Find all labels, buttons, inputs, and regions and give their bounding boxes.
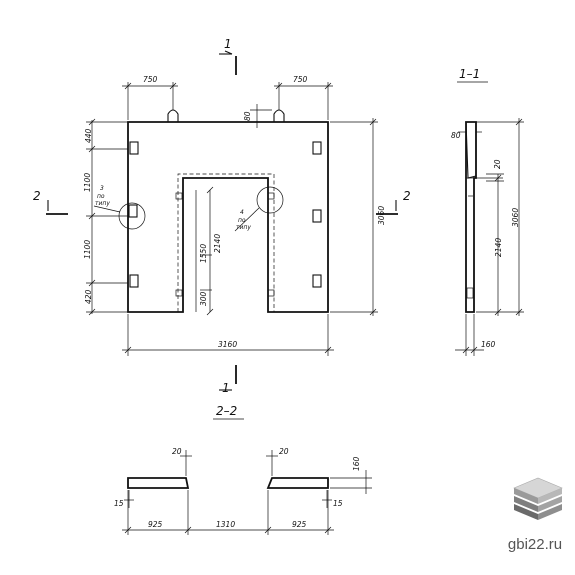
dim-left-440: 440 (84, 128, 93, 143)
b-dim-925-left: 925 (148, 520, 163, 529)
main-elevation: 3 по типу 4 по типу 750 750 80 (33, 37, 411, 395)
view-title-2-2: 2–2 (216, 404, 237, 418)
section-1-bottom: 1 (222, 381, 230, 395)
lifting-loop-left (167, 109, 179, 122)
dim-top: 750 750 80 (122, 75, 333, 128)
side-dim-160: 160 (481, 340, 496, 349)
dim-inner: 2140 1550 300 (195, 186, 222, 316)
watermark-text[interactable]: gbi22.ru (507, 536, 563, 553)
view-title-1-1: 1–1 (459, 67, 480, 81)
dim-left-420: 420 (84, 289, 93, 304)
site-logo-icon (513, 477, 563, 520)
dim-right: 3060 (330, 118, 386, 316)
section-2-2: 2–2 20 20 160 15 15 925 1310 925 (114, 404, 372, 535)
dim-top-left-750: 750 (143, 75, 158, 84)
note-4-line2: типу (236, 224, 251, 231)
dim-bottom: 3160 (122, 314, 334, 356)
section-2-right: 2 (403, 189, 411, 203)
callout-circle-4 (256, 186, 284, 214)
section-1-1: 1–1 3060 2140 20 80 160 (451, 67, 524, 356)
dim-left-1100a: 1100 (83, 173, 92, 192)
lifting-loop-right (273, 109, 285, 122)
opening-dashed (177, 173, 275, 312)
b-dim-15-right: 15 (333, 499, 343, 508)
side-dim-20: 20 (493, 159, 502, 169)
b-dim-20-right: 20 (279, 447, 289, 456)
note-4-line1: по (238, 217, 246, 224)
note-3-line2: типу (95, 200, 110, 207)
dim-inner-2140: 2140 (213, 234, 222, 253)
section-markers: 1 1 2 2 (33, 37, 411, 395)
side-dim-2140: 2140 (494, 238, 503, 257)
dim-left: 440 1100 1100 420 (83, 118, 128, 316)
dim-top-80: 80 (243, 111, 252, 121)
b-dim-925-right: 925 (292, 520, 307, 529)
side-dim-80: 80 (451, 131, 461, 140)
dim-right-3060: 3060 (377, 206, 386, 225)
note-3-num: 3 (100, 185, 104, 192)
note-4-num: 4 (240, 209, 244, 216)
dim-left-1100b: 1100 (83, 240, 92, 259)
b-dim-160: 160 (352, 456, 361, 471)
dim-top-right-750: 750 (293, 75, 308, 84)
b-dim-1310: 1310 (216, 520, 235, 529)
section-2-2-right-slab (266, 477, 329, 489)
section-2-left: 2 (33, 189, 41, 203)
embedded-parts (128, 141, 322, 297)
b-dim-20-left: 20 (172, 447, 182, 456)
side-dim-3060: 3060 (511, 208, 520, 227)
panel-outline (127, 121, 329, 313)
section-2-2-left-slab (127, 477, 190, 489)
section-1-top: 1 (224, 37, 232, 51)
note-3-line1: по (97, 193, 105, 200)
dim-bottom-3160: 3160 (218, 340, 237, 349)
dim-inner-300: 300 (199, 291, 208, 306)
b-dim-15-left: 15 (114, 499, 124, 508)
dim-inner-1550: 1550 (199, 244, 208, 263)
